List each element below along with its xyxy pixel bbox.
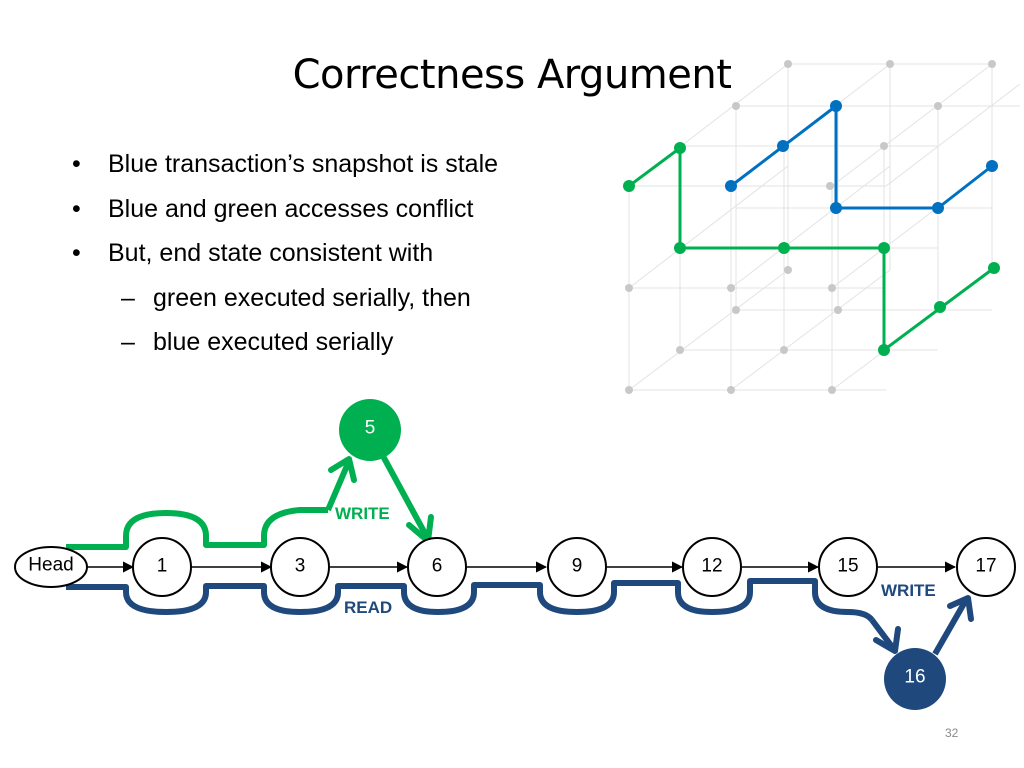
head-label: Head	[28, 555, 73, 576]
green-write-arrow-up	[325, 456, 357, 512]
bullet-text: Blue transaction’s snapshot is stale	[108, 150, 499, 178]
node-label: 9	[572, 556, 583, 577]
node-label: 15	[837, 556, 858, 577]
sub-bullet-item: – green executed serially, then	[72, 284, 498, 329]
page-number: 32	[945, 726, 959, 740]
blue-read-label: READ	[344, 598, 392, 617]
green-traversal-path	[66, 507, 328, 550]
bullet-list: • Blue transaction’s snapshot is stale •…	[72, 150, 498, 373]
bullet-marker: •	[72, 150, 81, 178]
green-node-label: 5	[365, 418, 376, 439]
bullet-item: • Blue and green accesses conflict	[72, 195, 498, 240]
green-node: 5	[339, 399, 401, 461]
node-label: 3	[295, 556, 306, 577]
node-label: 6	[432, 556, 443, 577]
green-write-label: WRITE	[335, 504, 390, 523]
bullet-marker: •	[72, 194, 81, 223]
green-write-arrow-down	[380, 454, 434, 544]
list-node: 1	[132, 537, 192, 597]
list-node: 6	[407, 537, 467, 597]
blue-cube-path	[725, 100, 998, 214]
sub-bullet-text: blue executed serially	[153, 328, 394, 356]
bullet-item: • But, end state consistent with	[72, 239, 498, 284]
green-cube-path	[623, 142, 1000, 356]
blue-arrow-down	[869, 618, 901, 654]
bullet-text: Blue and green accesses conflict	[108, 194, 474, 223]
slide-title: Correctness Argument	[292, 52, 732, 98]
blue-node-label: 16	[904, 667, 925, 688]
blue-write-arrow-up	[932, 595, 974, 656]
sub-bullet-text: green executed serially, then	[153, 283, 471, 312]
blue-traversal-path	[66, 578, 875, 622]
cube-grid-vertices	[625, 60, 996, 394]
bullet-text: But, end state consistent with	[108, 239, 434, 267]
blue-write-label: WRITE	[881, 581, 936, 600]
sub-bullet-marker: –	[121, 283, 135, 312]
sub-bullet-item: – blue executed serially	[72, 328, 498, 373]
blue-node: 16	[884, 648, 946, 710]
bullet-marker: •	[72, 239, 81, 267]
list-node: 12	[682, 537, 742, 597]
node-label: 17	[975, 556, 996, 577]
list-node: 3	[270, 537, 330, 597]
list-node: 15	[818, 537, 878, 597]
sub-bullet-marker: –	[121, 328, 135, 356]
list-node: 17	[956, 537, 1016, 597]
node-label: 1	[157, 556, 168, 577]
bullet-item: • Blue transaction’s snapshot is stale	[72, 150, 498, 195]
head-node: Head	[14, 546, 88, 588]
node-label: 12	[701, 556, 722, 577]
list-node: 9	[547, 537, 607, 597]
